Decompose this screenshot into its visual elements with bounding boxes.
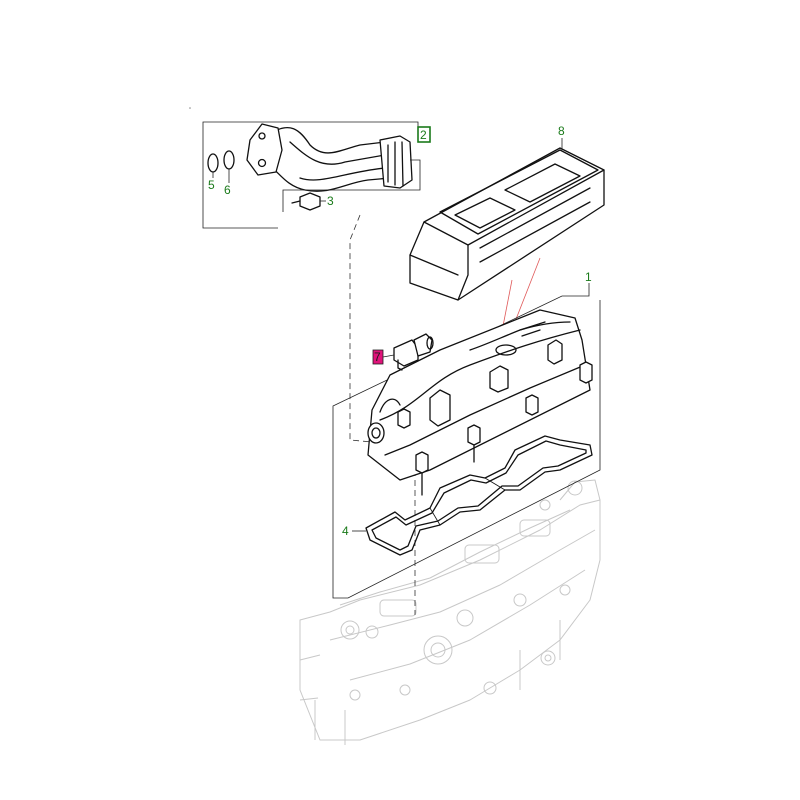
callout-1: 1 bbox=[585, 270, 592, 284]
callout-6: 6 bbox=[224, 183, 231, 197]
valve-cover bbox=[367, 309, 593, 496]
valve-cover-group-box bbox=[332, 283, 601, 599]
oil-filler-neck bbox=[367, 422, 385, 444]
callout-4: 4 bbox=[342, 524, 349, 538]
hose-connector bbox=[379, 135, 413, 189]
callout-label-5: 5 bbox=[208, 178, 215, 192]
callout-label-3: 3 bbox=[327, 194, 334, 208]
hose-flange bbox=[246, 123, 283, 176]
callout-label-1: 1 bbox=[585, 270, 592, 284]
callout-5: 5 bbox=[208, 178, 215, 192]
hose-assembly-group bbox=[202, 121, 421, 229]
engine-block-outline bbox=[299, 479, 601, 745]
callout-label-6: 6 bbox=[224, 183, 231, 197]
callout-label-7: 7 bbox=[374, 350, 381, 364]
cover-logo bbox=[495, 344, 517, 356]
callout-3: 3 bbox=[327, 194, 334, 208]
bolt-3 bbox=[299, 192, 321, 211]
sensor-7 bbox=[382, 333, 434, 371]
o-ring-6 bbox=[223, 150, 235, 170]
callout-7: 7 bbox=[372, 349, 384, 365]
callout-label-8: 8 bbox=[558, 124, 565, 138]
valve-cover-gasket bbox=[352, 435, 593, 556]
dashed-alignment-hose bbox=[349, 214, 373, 443]
callout-label-2: 2 bbox=[420, 128, 427, 142]
callout-label-4: 4 bbox=[342, 524, 349, 538]
cover-studs bbox=[397, 361, 593, 474]
intake-hose bbox=[267, 126, 391, 192]
engine-top-cover bbox=[409, 138, 605, 301]
stray-dot bbox=[189, 107, 191, 109]
callout-2: 2 bbox=[417, 126, 431, 143]
callout-8: 8 bbox=[558, 124, 565, 138]
o-ring-5 bbox=[207, 153, 219, 173]
